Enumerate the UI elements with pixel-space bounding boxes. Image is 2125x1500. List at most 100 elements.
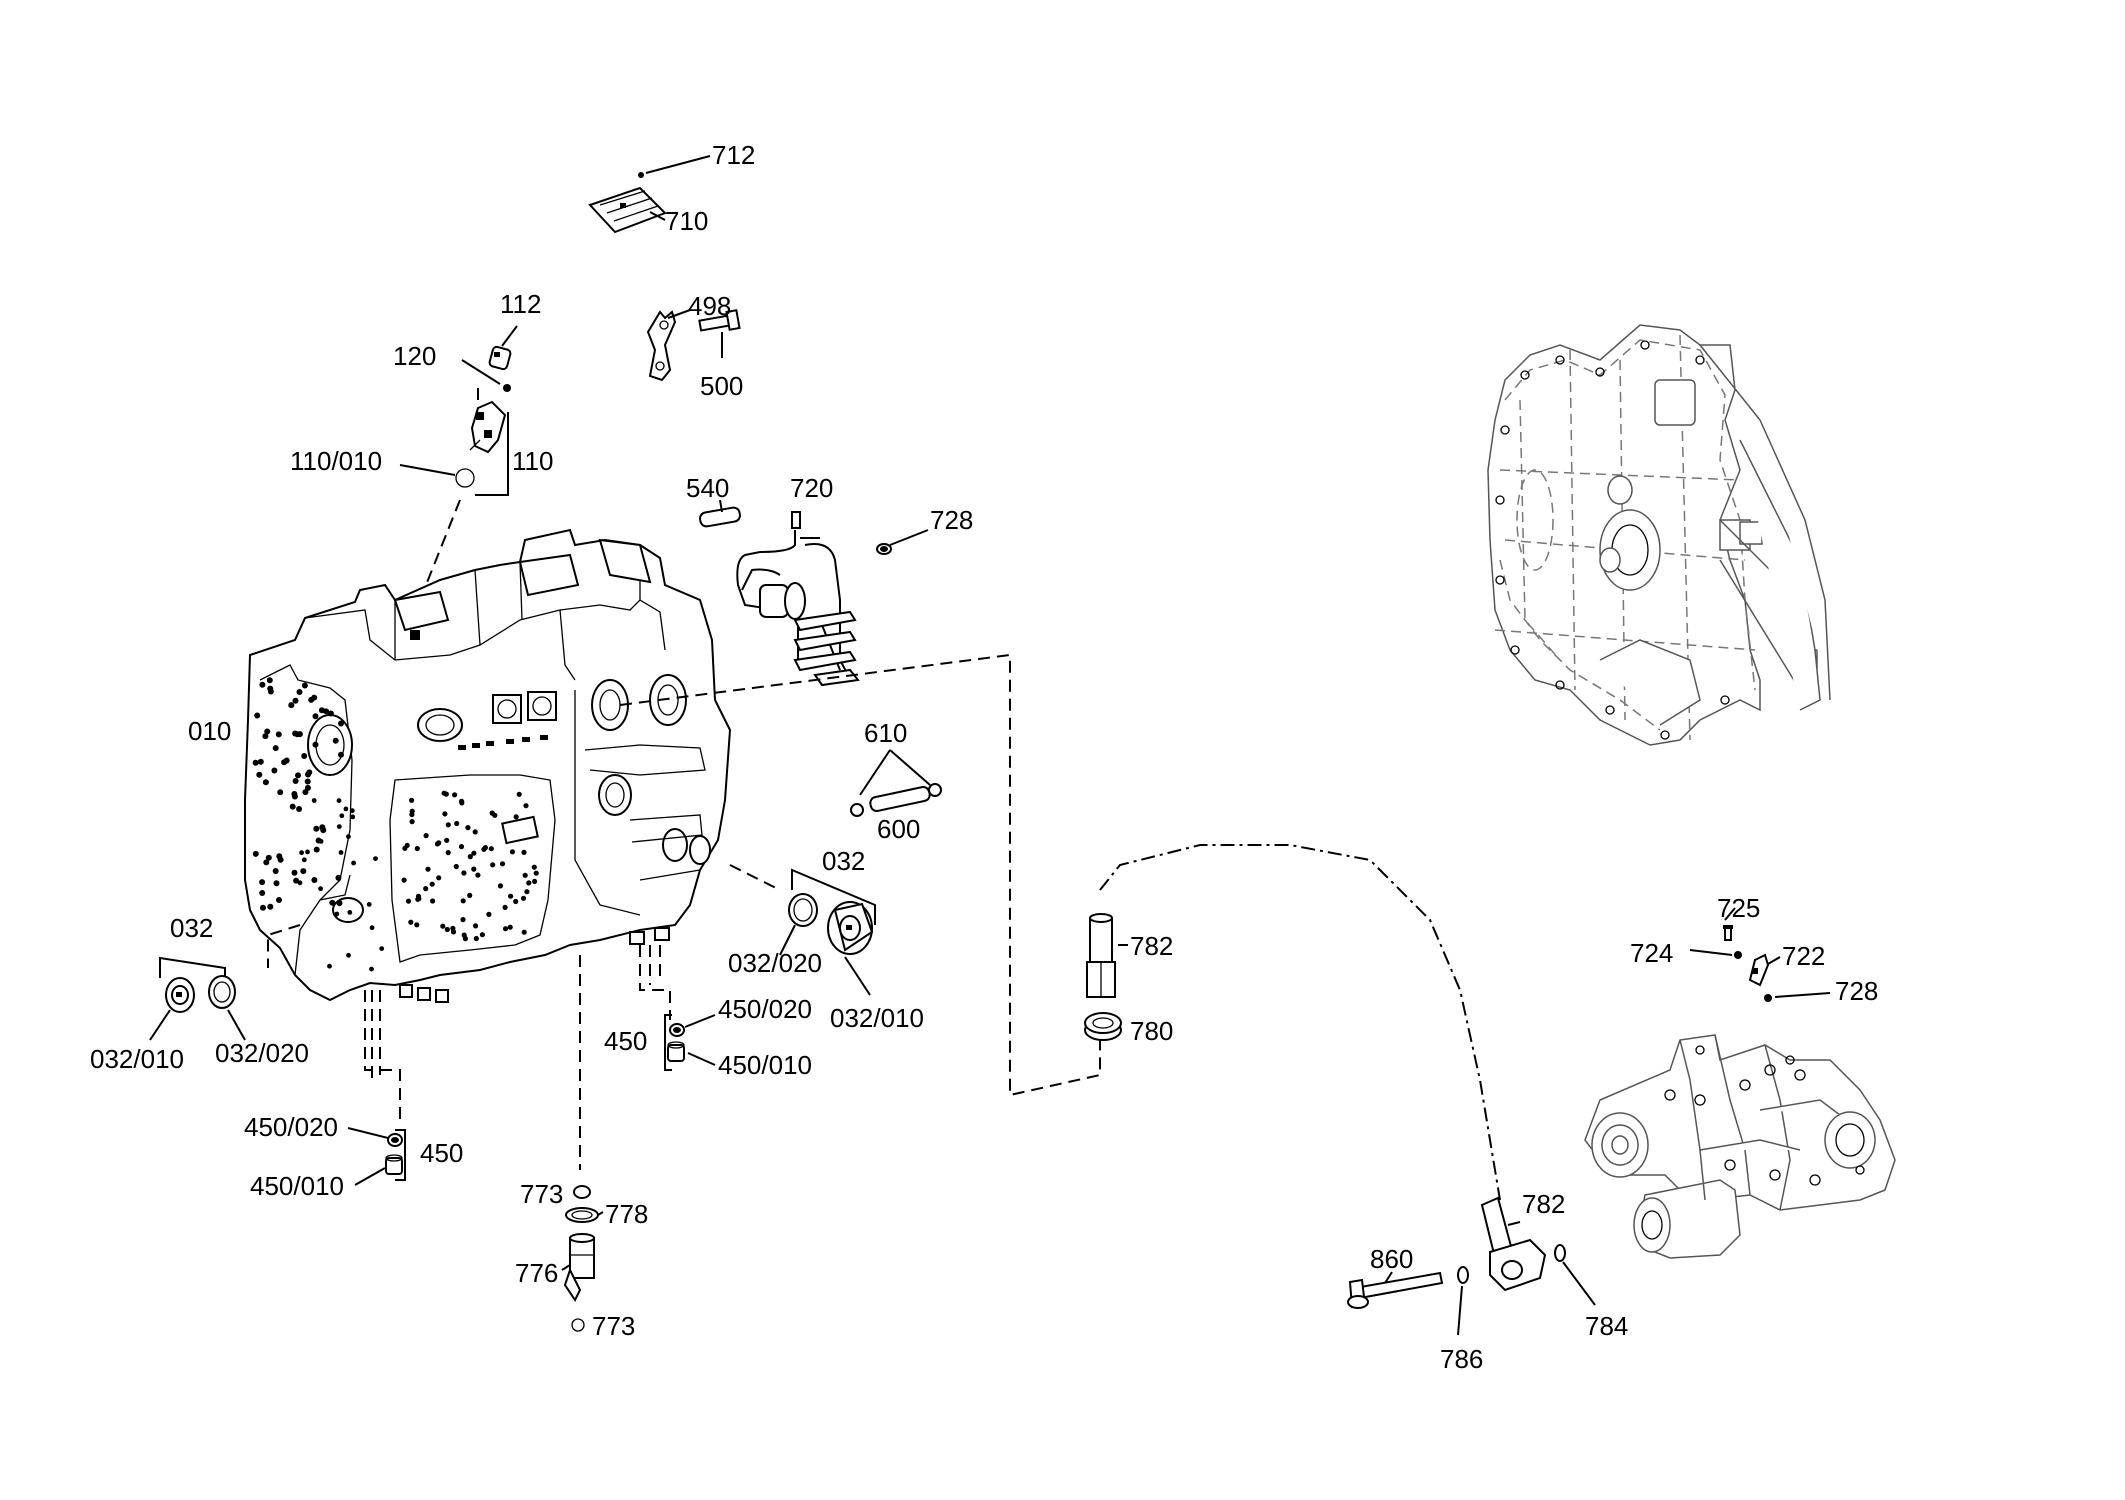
housing-hole xyxy=(479,932,485,938)
housing-hole xyxy=(294,731,301,738)
label-780: 780 xyxy=(1130,1016,1173,1046)
housing-hole xyxy=(336,900,343,907)
housing-hole xyxy=(459,800,465,806)
part-782-fitting-upper-icon xyxy=(1086,913,1116,998)
housing-hole xyxy=(312,713,319,720)
housing-hole xyxy=(533,870,539,876)
housing-hole xyxy=(442,811,448,817)
label-498: 498 xyxy=(688,291,731,321)
housing-hole xyxy=(343,806,349,812)
housing-hole xyxy=(313,846,320,853)
housing-hole xyxy=(502,926,509,932)
housing-hole xyxy=(338,720,344,727)
housing-hole xyxy=(405,898,412,904)
label-450-010-right: 450/010 xyxy=(718,1050,812,1080)
housing-hole xyxy=(513,898,519,905)
housing-hole xyxy=(347,910,353,915)
housing-hole xyxy=(409,819,415,825)
housing-hole xyxy=(472,829,478,835)
housing-hole xyxy=(257,758,264,765)
part-110-010-oring-icon xyxy=(455,468,475,488)
part-500-bolt-icon xyxy=(698,309,741,332)
housing-hole xyxy=(523,803,529,809)
housing-hole xyxy=(301,682,308,689)
part-722-sensor-icon xyxy=(1748,953,1770,987)
housing-hole xyxy=(346,952,351,958)
part-110-sensor-icon xyxy=(469,400,507,454)
housing-hole xyxy=(252,850,259,857)
housing-hole xyxy=(513,814,519,820)
housing-hole xyxy=(267,685,274,692)
part-112-sensor-cap-icon xyxy=(488,345,512,371)
part-610-oring-right-icon xyxy=(928,783,942,797)
part-032-020-seal-left-icon xyxy=(208,975,236,1009)
housing-hole xyxy=(259,879,266,886)
housing-hole xyxy=(327,710,334,717)
housing-hole xyxy=(402,845,408,851)
label-450-right: 450 xyxy=(604,1026,647,1056)
housing-hole xyxy=(524,889,530,895)
housing-hole xyxy=(323,708,330,715)
label-728-right: 728 xyxy=(1835,976,1878,1006)
housing-hole xyxy=(414,845,420,852)
housing-hole xyxy=(490,862,496,868)
housing-hole xyxy=(288,702,295,709)
label-032-020-right: 032/020 xyxy=(728,948,822,978)
part-780-seal-icon xyxy=(1084,1012,1122,1041)
housing-hole xyxy=(461,870,467,876)
label-110-010: 110/010 xyxy=(290,446,382,476)
housing-hole xyxy=(346,834,351,839)
label-773-upper: 773 xyxy=(520,1179,563,1209)
housing-hole xyxy=(414,922,420,928)
housing-hole xyxy=(272,745,279,752)
label-032-right: 032 xyxy=(822,846,865,876)
housing-hole xyxy=(276,897,282,903)
part-784-washer-icon xyxy=(1554,1244,1566,1262)
label-712: 712 xyxy=(712,140,755,170)
label-032-010-right: 032/010 xyxy=(830,1003,924,1033)
part-773-oring-upper-icon xyxy=(573,1185,591,1199)
label-728-top: 728 xyxy=(930,505,973,535)
housing-hole xyxy=(471,866,477,872)
label-010: 010 xyxy=(188,716,231,746)
label-710: 710 xyxy=(665,206,708,236)
housing-hole xyxy=(467,854,473,860)
housing-hole xyxy=(336,798,342,803)
housing-hole xyxy=(408,919,414,925)
part-720-harness-icon xyxy=(736,511,860,687)
label-540: 540 xyxy=(686,473,729,503)
label-722: 722 xyxy=(1782,941,1825,971)
housing-hole xyxy=(293,877,300,884)
label-724: 724 xyxy=(1630,938,1673,968)
housing-hole xyxy=(260,904,266,911)
part-776-fitting-icon xyxy=(563,1233,595,1302)
housing-hole xyxy=(369,966,374,972)
housing-hole xyxy=(460,898,466,904)
housing-hole xyxy=(289,803,296,810)
part-450-020-plug-right-icon xyxy=(669,1023,685,1037)
label-110: 110 xyxy=(512,446,553,476)
housing-hole xyxy=(291,791,298,797)
housing-hole xyxy=(415,893,422,899)
label-784: 784 xyxy=(1585,1311,1628,1341)
housing-hole xyxy=(254,712,261,719)
label-450-left: 450 xyxy=(420,1138,463,1168)
housing-hole xyxy=(276,853,283,860)
housing-hole xyxy=(336,824,342,829)
part-773-oring-lower-icon xyxy=(571,1318,585,1332)
housing-hole xyxy=(262,779,269,786)
housing-hole xyxy=(295,772,301,779)
part-860-bolt-icon xyxy=(1347,1271,1444,1309)
part-724-oring-icon xyxy=(1734,951,1742,959)
part-778-washer-icon xyxy=(565,1207,599,1223)
housing-hole xyxy=(273,880,280,887)
housing-hole xyxy=(252,759,259,766)
label-032-020-left: 032/020 xyxy=(215,1038,309,1068)
housing-hole xyxy=(292,778,299,784)
part-032-010-plug-right-icon xyxy=(827,901,874,955)
label-032-010-left: 032/010 xyxy=(90,1044,184,1074)
housing-hole xyxy=(335,874,342,881)
housing-hole xyxy=(275,731,282,738)
housing-hole xyxy=(520,895,527,901)
